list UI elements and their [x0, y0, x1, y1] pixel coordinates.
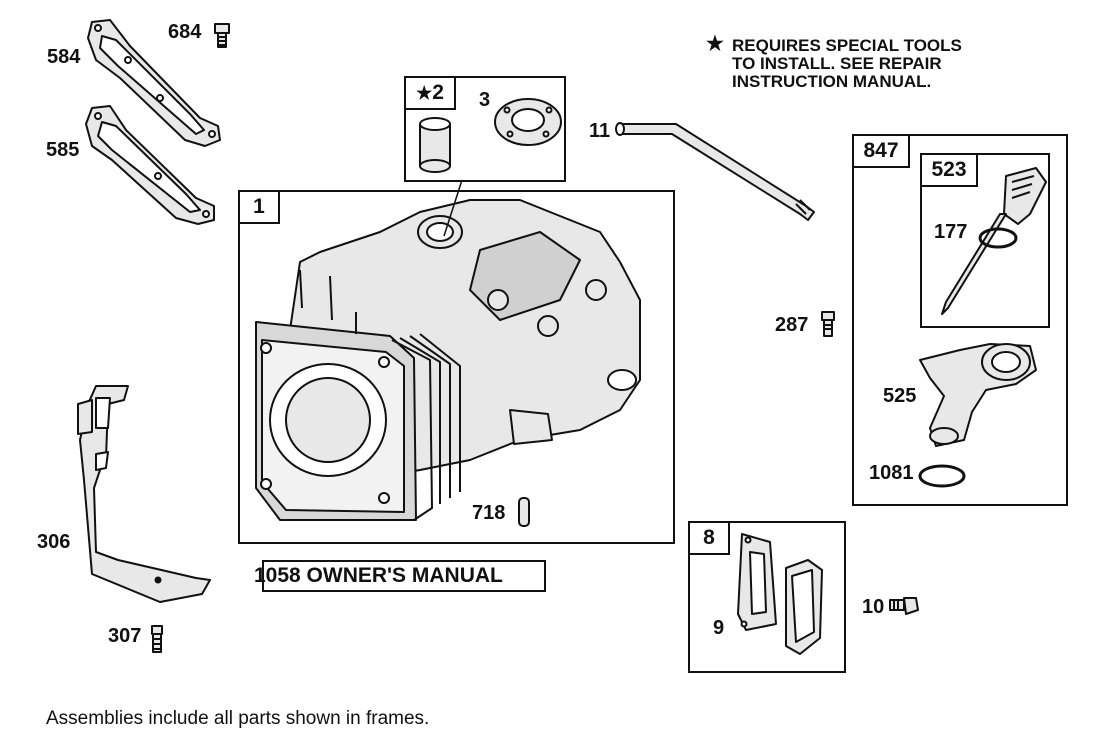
screw-287-drawing: [821, 311, 835, 337]
callout-306: 306: [37, 531, 71, 553]
owners-manual-label: 1058 OWNER'S MANUAL: [254, 560, 546, 592]
frame-8-box: [688, 521, 846, 673]
assemblies-footnote: Assemblies include all parts shown in fr…: [46, 708, 430, 729]
bolt-10-drawing: [889, 597, 919, 615]
callout-11: 11: [589, 120, 611, 142]
callout-584: 584: [47, 46, 81, 68]
frame-523-box: [920, 153, 1050, 328]
frame-847-box: [852, 134, 1068, 506]
leader-line: [443, 179, 463, 237]
special-tools-note-line-3: INSTRUCTION MANUAL.: [732, 72, 932, 91]
callout-3: 3: [479, 89, 491, 111]
special-tools-note-line-2: TO INSTALL. SEE REPAIR: [732, 54, 942, 73]
callout-177: 177: [934, 221, 968, 243]
cylinder-block-drawing: [255, 199, 641, 521]
sleeve-2-drawing: [419, 117, 451, 173]
dowel-718-drawing: [518, 497, 530, 527]
bolt-684-drawing: [214, 23, 230, 48]
special-tools-star-icon: ★: [706, 33, 724, 55]
fill-tube-525-drawing: [919, 343, 1037, 447]
callout-585: 585: [46, 139, 80, 161]
dipstick-523-drawing: [941, 167, 1047, 315]
gasket-9-drawing: [737, 533, 777, 631]
frame-847-label: 847: [852, 134, 910, 168]
frame-2-label: ★2: [404, 76, 456, 110]
callout-307: 307: [108, 625, 142, 647]
frame-523-label: 523: [920, 153, 978, 187]
frame-2-box: [404, 76, 566, 182]
callout-287: 287: [775, 314, 809, 336]
frame-1-label: 1: [238, 190, 280, 224]
o-ring-177-drawing: [978, 227, 1018, 249]
bearing-3-drawing: [494, 98, 562, 146]
owners-manual-text: 1058 OWNER'S MANUAL: [254, 564, 503, 587]
special-tool-star-icon: ★: [416, 83, 433, 103]
callout-525: 525: [883, 385, 917, 407]
callout-684: 684: [168, 21, 202, 43]
shroud-306-drawing: [77, 385, 211, 603]
callout-10: 10: [862, 596, 885, 618]
breather-cover-drawing: [785, 559, 823, 655]
frame-2-number: 2: [432, 81, 444, 104]
callout-1081: 1081: [869, 462, 914, 484]
callout-9: 9: [713, 617, 725, 639]
tube-11-drawing: [615, 122, 815, 221]
gasket-584-drawing: [87, 19, 221, 147]
frame-1-box: [238, 190, 675, 544]
o-ring-1081-drawing: [918, 464, 966, 488]
screw-307-drawing: [151, 625, 163, 653]
frame-8-label: 8: [688, 521, 730, 555]
callout-718: 718: [472, 502, 506, 524]
special-tools-note-line-1: REQUIRES SPECIAL TOOLS: [732, 36, 962, 55]
gasket-585-drawing: [85, 105, 215, 225]
